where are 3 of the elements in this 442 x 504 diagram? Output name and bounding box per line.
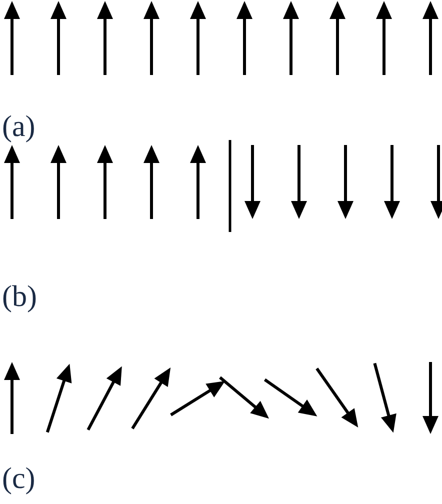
panel-label: (b) bbox=[2, 282, 37, 312]
panel-label: (a) bbox=[2, 112, 36, 142]
panel-label: (c) bbox=[2, 464, 36, 494]
